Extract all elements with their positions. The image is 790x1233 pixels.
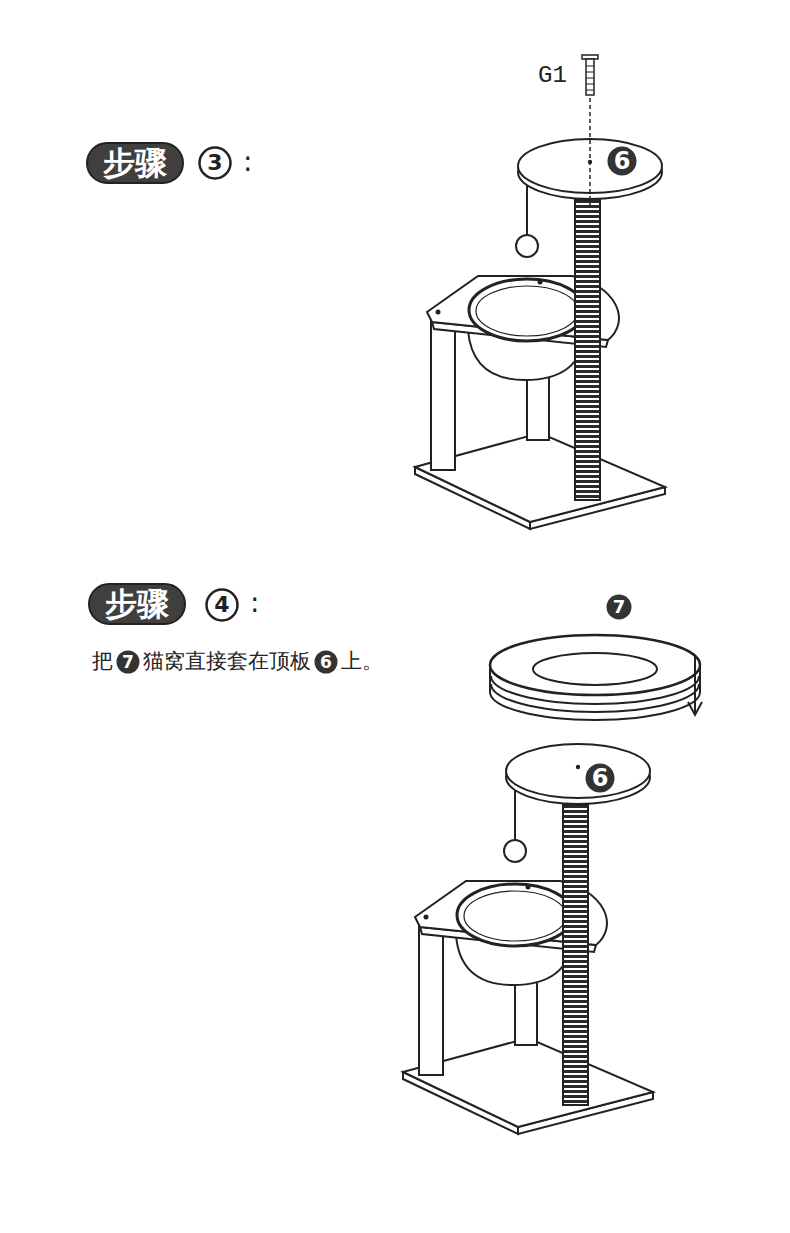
callout-number: 6 bbox=[607, 146, 637, 176]
step-badge: 步骤 bbox=[86, 142, 184, 184]
step-number: 4 bbox=[205, 588, 239, 622]
number-text: 6 bbox=[614, 149, 631, 173]
colon: : bbox=[250, 588, 259, 619]
callout-number: 7 bbox=[116, 650, 140, 674]
instruction-text: 上。 bbox=[341, 650, 383, 673]
number-text: 7 bbox=[613, 598, 626, 616]
callout-number: 7 bbox=[606, 594, 632, 620]
cat-tree-step4 bbox=[403, 744, 653, 1134]
number-text: 6 bbox=[320, 654, 332, 671]
number-text: 6 bbox=[592, 766, 609, 790]
cat-nest-ring bbox=[490, 635, 700, 720]
number-text: 4 bbox=[214, 594, 229, 616]
step-title: 步骤 bbox=[105, 588, 169, 620]
callout-number: 6 bbox=[314, 650, 338, 674]
instruction-text: 把 bbox=[92, 650, 113, 673]
callout-number: 6 bbox=[585, 763, 615, 793]
step-number: 3 bbox=[198, 146, 232, 180]
down-arrow bbox=[688, 655, 702, 715]
number-text: 7 bbox=[122, 654, 134, 671]
cat-tree-step3 bbox=[415, 139, 665, 529]
colon: : bbox=[243, 147, 252, 178]
screw-g1 bbox=[582, 55, 598, 205]
part-name: G1 bbox=[538, 63, 567, 89]
number-text: 3 bbox=[207, 152, 222, 174]
instruction-text: 猫窝直接套在顶板 bbox=[143, 650, 311, 673]
step-title: 步骤 bbox=[103, 147, 167, 179]
step-badge: 步骤 bbox=[88, 583, 186, 625]
